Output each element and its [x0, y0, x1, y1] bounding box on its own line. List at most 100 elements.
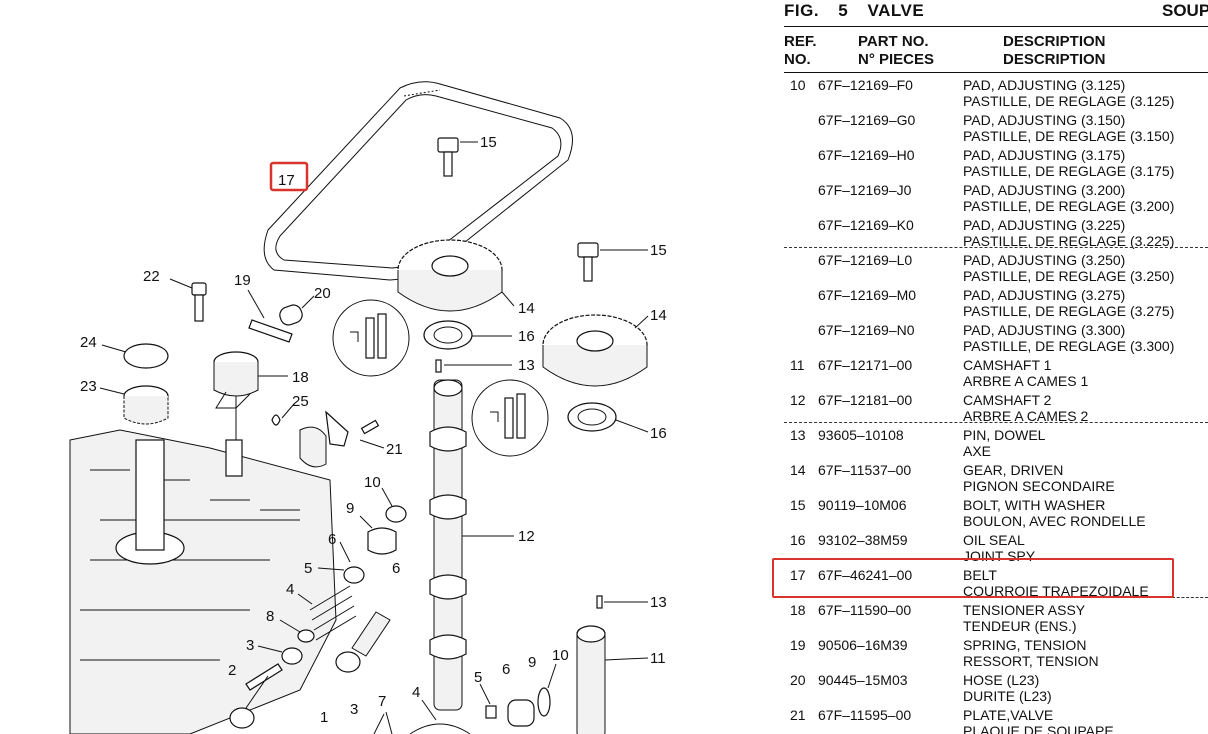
part-description: TENSIONER ASSY [963, 602, 1086, 618]
part-description: PAD, ADJUSTING (3.175) [963, 147, 1126, 163]
part-description: CAMSHAFT 1 [963, 357, 1052, 373]
part-description-fr: PASTILLE, DE REGLAGE (3.250) [963, 268, 1175, 284]
section-divider [784, 422, 1208, 423]
callout-label: 14 [650, 307, 667, 324]
callout-label: 5 [304, 560, 312, 577]
callout-label: 9 [528, 654, 536, 671]
callout-label: 21 [386, 441, 403, 458]
part-description-fr: PIGNON SECONDAIRE [963, 478, 1115, 494]
part-no-header-label: PART NO. [858, 33, 929, 50]
part-number: 90119–10M06 [818, 497, 907, 513]
ref-number: 17 [790, 567, 806, 583]
ref-number: 14 [790, 462, 806, 478]
bolt-drawing [437, 137, 648, 282]
part-description-fr: PASTILLE, DE REGLAGE (3.150) [963, 128, 1175, 144]
parts-list-row: 67F–12169–H0 PAD, ADJUSTING (3.175)PASTIL… [772, 144, 1208, 179]
figure-name: VALVE [867, 1, 925, 20]
oil-seal-drawing [332, 299, 649, 457]
callout-label: 25 [292, 393, 309, 410]
no-header-label: NO. [784, 51, 811, 68]
ref-number: 21 [790, 707, 806, 723]
callout-label: 23 [80, 378, 97, 395]
part-description-fr: PASTILLE, DE REGLAGE (3.200) [963, 198, 1175, 214]
part-description-fr: PASTILLE, DE REGLAGE (3.300) [963, 338, 1175, 354]
part-description: PAD, ADJUSTING (3.125) [963, 77, 1126, 93]
callout-label: 12 [518, 528, 535, 545]
part-description-fr: PASTILLE, DE REGLAGE (3.275) [963, 303, 1175, 319]
callout-label: 10 [364, 474, 381, 491]
callout-label: 1 [320, 709, 328, 726]
part-number: 90506–16M39 [818, 637, 908, 653]
part-description-fr: PLAQUE DE SOUPAPE [963, 723, 1114, 734]
header-rule-bottom [784, 72, 1208, 73]
ref-number: 16 [790, 532, 806, 548]
cylinder-head-drawing [69, 396, 337, 734]
part-description: PAD, ADJUSTING (3.225) [963, 217, 1126, 233]
tensioner-drawing [99, 278, 385, 468]
callout-label: 24 [80, 334, 97, 351]
part-no-header: PART NO. N° PIECES [858, 33, 934, 69]
callout-label: 2 [228, 662, 236, 679]
ref-number: 11 [790, 357, 805, 373]
callout-label: 11 [650, 650, 666, 667]
part-description: PAD, ADJUSTING (3.275) [963, 287, 1126, 303]
callout-label: 22 [143, 268, 160, 285]
description-fr-header-label: DESCRIPTION [1003, 51, 1106, 68]
part-description-fr: COURROIE TRAPEZOIDALE [963, 583, 1149, 599]
callout-label: 7 [378, 693, 386, 710]
part-number: 67F–11537–00 [818, 462, 912, 478]
callout-label: 9 [346, 500, 354, 517]
part-number: 67F–12169–N0 [818, 322, 915, 338]
callout-label: 8 [266, 608, 274, 625]
callout-label: 15 [480, 134, 497, 151]
figure-number: 5 [838, 1, 849, 20]
part-number: 67F–11590–00 [818, 602, 912, 618]
callout-label: 16 [650, 425, 667, 442]
figure-label: FIG. [784, 1, 820, 20]
part-number: 67F–12169–L0 [818, 252, 913, 268]
ref-number: 15 [790, 497, 806, 513]
callout-label: 4 [286, 581, 294, 598]
part-number: 67F–12181–00 [818, 392, 913, 408]
part-number: 67F–12169–G0 [818, 112, 916, 128]
ref-header-label: REF. [784, 33, 817, 50]
part-description: PIN, DOWEL [963, 427, 1046, 443]
part-number: 67F–12169–H0 [818, 147, 915, 163]
part-description-fr: PASTILLE, DE REGLAGE (3.175) [963, 163, 1175, 179]
callout-label: 19 [234, 272, 251, 289]
part-description: HOSE (L23) [963, 672, 1040, 688]
part-description: SPRING, TENSION [963, 637, 1087, 653]
part-description-fr: AXE [963, 443, 992, 459]
part-description-fr: ARBRE A CAMES 1 [963, 373, 1089, 389]
part-number: 93605–10108 [818, 427, 904, 443]
part-description-fr: TENDEUR (ENS.) [963, 618, 1077, 634]
description-header-label: DESCRIPTION [1003, 33, 1106, 50]
figure-title: FIG. 5 VALVE [784, 1, 938, 21]
callout-label: 6 [392, 560, 400, 577]
part-number: 90445–15M03 [818, 672, 908, 688]
part-number: 93102–38M59 [818, 532, 908, 548]
ref-header: REF. NO. [784, 33, 817, 69]
part-description-fr: PASTILLE, DE REGLAGE (3.125) [963, 93, 1175, 109]
ref-number: 19 [790, 637, 806, 653]
callout-label: 16 [518, 328, 535, 345]
part-description-fr: RESSORT, TENSION [963, 653, 1099, 669]
part-number: 67F–46241–00 [818, 567, 913, 583]
part-description: PAD, ADJUSTING (3.250) [963, 252, 1126, 268]
ref-number: 13 [790, 427, 806, 443]
callout-label: 6 [502, 661, 510, 678]
section-divider [784, 247, 1208, 248]
callout-label: 3 [246, 637, 254, 654]
